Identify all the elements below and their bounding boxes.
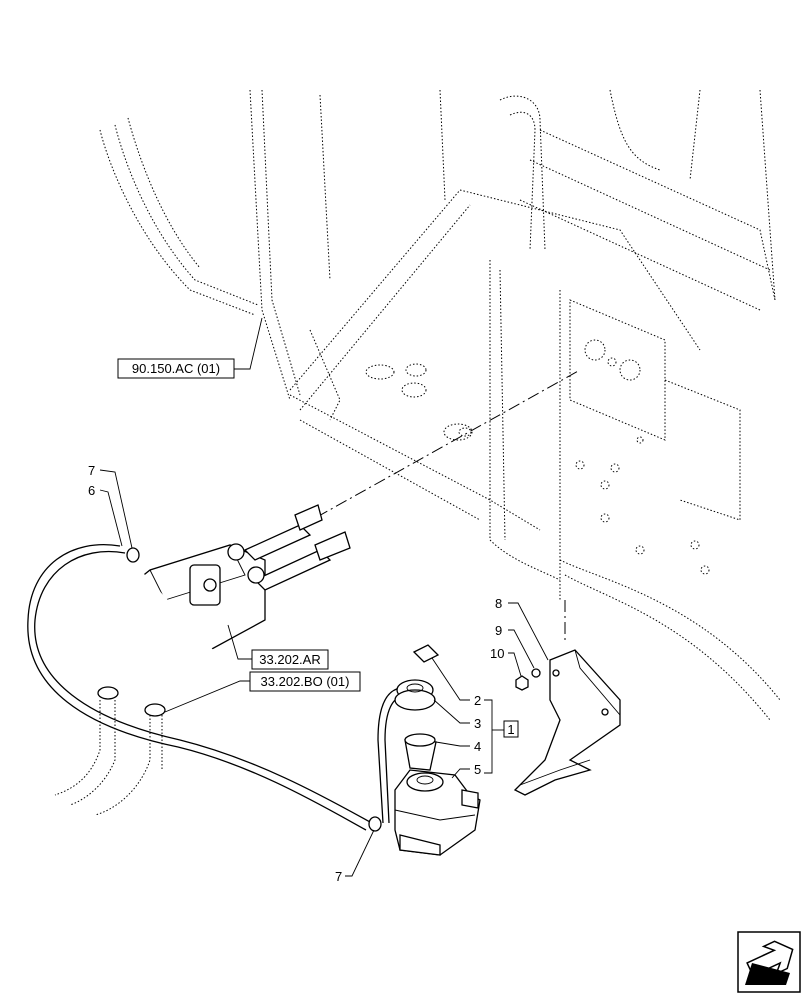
arrow-icon[interactable] (737, 931, 801, 993)
leader-lines (99, 317, 549, 877)
reference-box-3[interactable]: 33.202.BO (01) (249, 671, 361, 692)
callout-6: 6 (88, 483, 95, 498)
clip-part (412, 644, 440, 663)
callout-8: 8 (495, 596, 502, 611)
reference-box-1[interactable]: 90.150.AC (01) (117, 358, 235, 379)
reference-label-2: 33.202.AR (259, 652, 320, 667)
callout-2: 2 (474, 693, 481, 708)
hose-clamp-upper (126, 547, 140, 563)
reference-label-1: 90.150.AC (01) (132, 361, 220, 376)
cab-frame (99, 89, 781, 721)
alignment-lines (239, 369, 581, 640)
callout-9: 9 (495, 623, 502, 638)
reference-box-2[interactable]: 33.202.AR (251, 649, 329, 670)
callout-4: 4 (474, 739, 481, 754)
callout-5: 5 (474, 762, 481, 777)
nut-part (515, 675, 529, 691)
callout-1-box (503, 720, 519, 738)
bracket-part (513, 649, 621, 796)
reference-label-3: 33.202.BO (01) (261, 674, 350, 689)
callout-3: 3 (474, 716, 481, 731)
callout-7-top: 7 (88, 463, 95, 478)
callout-numbers: 7 6 8 9 10 2 3 4 5 1 7 (88, 463, 519, 884)
callout-7-bottom: 7 (335, 869, 342, 884)
callout-10: 10 (490, 646, 504, 661)
hose-lines (27, 544, 403, 832)
hose-clamp-lower (368, 816, 382, 832)
washer-part (531, 668, 541, 678)
callout-1: 1 (507, 722, 514, 737)
reservoir-assembly (394, 644, 481, 856)
